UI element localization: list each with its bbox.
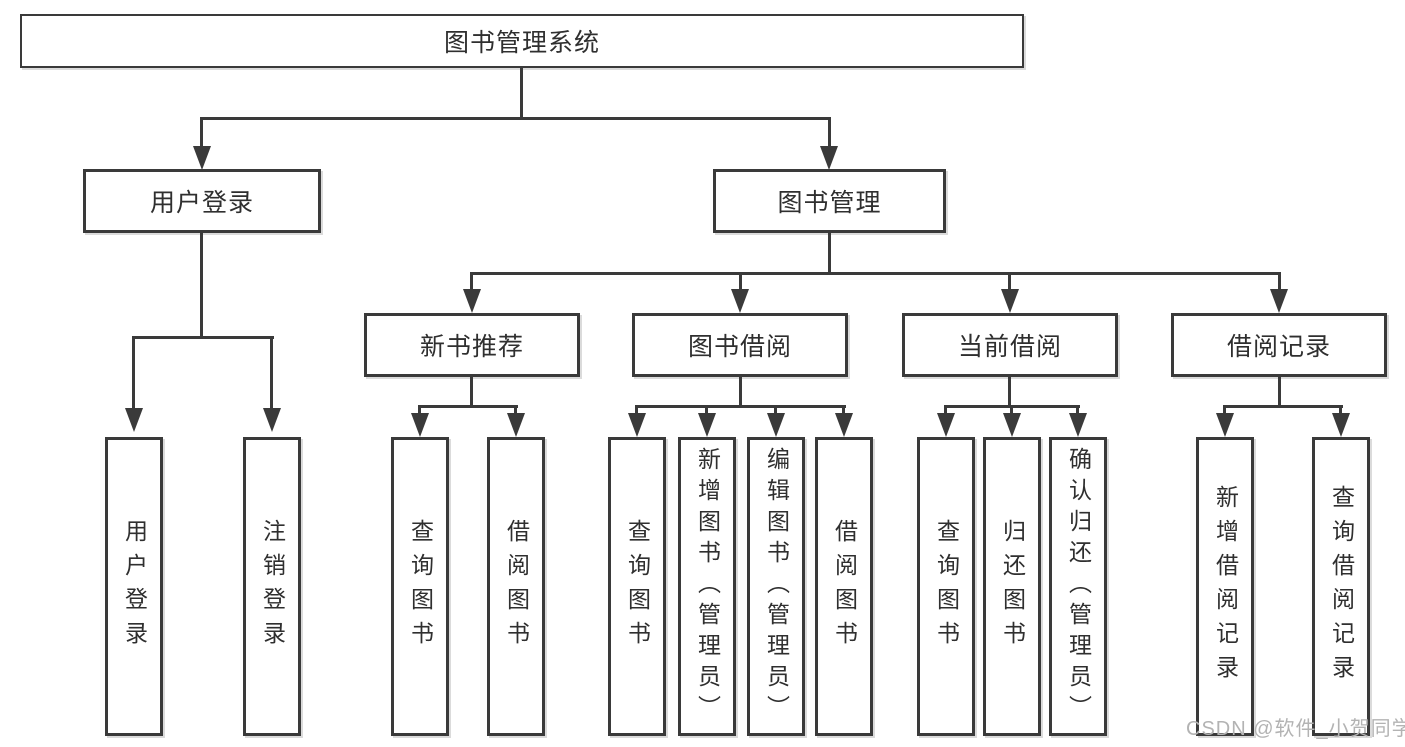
connector-vertical xyxy=(705,405,708,419)
leaf-user-login: 用户登录 xyxy=(105,437,163,736)
leaf-add-books-admin: 新增图书（管理员） xyxy=(678,437,736,736)
leaf-label: 归还图书 xyxy=(999,518,1026,655)
connector-vertical xyxy=(635,405,638,419)
leaf-confirm-return-admin: 确认归还（管理员） xyxy=(1049,437,1107,736)
connector-vertical xyxy=(1278,377,1281,408)
arrow-down-icon xyxy=(731,289,749,313)
connector-vertical xyxy=(200,117,203,149)
node-user-login: 用户登录 xyxy=(83,169,321,233)
leaf-label: 借阅图书 xyxy=(831,518,858,655)
connector-vertical xyxy=(828,233,831,275)
node-label: 新书推荐 xyxy=(419,333,524,361)
leaf-borrow-books: 借阅图书 xyxy=(487,437,545,736)
leaf-add-borrow-record: 新增借阅记录 xyxy=(1196,437,1254,736)
node-borrowing-records: 借阅记录 xyxy=(1171,313,1387,377)
connector-horizontal xyxy=(635,405,846,408)
arrow-down-icon xyxy=(628,413,646,437)
connector-vertical xyxy=(739,272,742,296)
connector-horizontal xyxy=(470,272,1281,275)
node-current-borrowing: 当前借阅 xyxy=(902,313,1118,377)
node-book-borrowing: 图书借阅 xyxy=(632,313,848,377)
arrow-down-icon xyxy=(193,146,211,170)
leaf-label: 用户登录 xyxy=(121,518,148,655)
leaf-label: 注销登录 xyxy=(259,518,286,655)
arrow-down-icon xyxy=(1069,413,1087,437)
connector-horizontal xyxy=(1223,405,1343,408)
arrow-down-icon xyxy=(835,413,853,437)
node-new-book-recommend: 新书推荐 xyxy=(364,313,580,377)
leaf-query-books: 查询图书 xyxy=(608,437,666,736)
connector-vertical xyxy=(270,336,273,412)
leaf-edit-books-admin: 编辑图书（管理员） xyxy=(747,437,805,736)
connector-vertical xyxy=(1010,405,1013,419)
leaf-borrow-books: 借阅图书 xyxy=(815,437,873,736)
arrow-down-icon xyxy=(125,408,143,432)
connector-vertical xyxy=(1008,272,1011,296)
connector-vertical xyxy=(470,272,473,296)
leaf-logout: 注销登录 xyxy=(243,437,301,736)
arrow-down-icon xyxy=(767,413,785,437)
node-library-system: 图书管理系统 xyxy=(20,14,1024,68)
leaf-label: 新增借阅记录 xyxy=(1212,484,1239,689)
connector-vertical xyxy=(842,405,845,419)
connector-vertical xyxy=(1278,272,1281,296)
connector-vertical xyxy=(132,336,135,412)
connector-horizontal xyxy=(132,336,274,339)
connector-horizontal xyxy=(200,117,831,120)
connector-vertical xyxy=(514,405,517,419)
connector-vertical xyxy=(1339,405,1342,419)
connector-vertical xyxy=(418,405,421,419)
node-label: 图书管理系统 xyxy=(443,29,600,57)
arrow-down-icon xyxy=(698,413,716,437)
leaf-label: 确认归还（管理员） xyxy=(1065,447,1092,726)
leaf-label: 查询图书 xyxy=(624,518,651,655)
node-label: 图书管理 xyxy=(777,189,882,217)
arrow-down-icon xyxy=(1332,413,1350,437)
arrow-down-icon xyxy=(411,413,429,437)
arrow-down-icon xyxy=(1003,413,1021,437)
node-label: 当前借阅 xyxy=(957,333,1062,361)
arrow-down-icon xyxy=(1216,413,1234,437)
node-label: 借阅记录 xyxy=(1226,333,1331,361)
leaf-label: 查询图书 xyxy=(407,518,434,655)
connector-vertical xyxy=(739,377,742,408)
arrow-down-icon xyxy=(937,413,955,437)
leaf-return-books: 归还图书 xyxy=(983,437,1041,736)
arrow-down-icon xyxy=(820,146,838,170)
leaf-query-books: 查询图书 xyxy=(917,437,975,736)
node-label: 图书借阅 xyxy=(687,333,792,361)
leaf-label: 编辑图书（管理员） xyxy=(763,447,790,726)
connector-vertical xyxy=(828,117,831,149)
connector-vertical xyxy=(470,377,473,408)
arrow-down-icon xyxy=(507,413,525,437)
leaf-label: 新增图书（管理员） xyxy=(694,447,721,726)
connector-vertical xyxy=(520,68,523,120)
connector-vertical xyxy=(1223,405,1226,419)
leaf-label: 查询图书 xyxy=(933,518,960,655)
connector-horizontal xyxy=(418,405,518,408)
connector-vertical xyxy=(1008,377,1011,408)
node-label: 用户登录 xyxy=(149,189,254,217)
connector-vertical xyxy=(200,233,203,339)
connector-vertical xyxy=(944,405,947,419)
node-book-management: 图书管理 xyxy=(713,169,946,233)
connector-vertical xyxy=(1076,405,1079,419)
leaf-query-borrow-record: 查询借阅记录 xyxy=(1312,437,1370,736)
leaf-label: 查询借阅记录 xyxy=(1328,484,1355,689)
leaf-label: 借阅图书 xyxy=(503,518,530,655)
arrow-down-icon xyxy=(1001,289,1019,313)
arrow-down-icon xyxy=(263,408,281,432)
arrow-down-icon xyxy=(463,289,481,313)
connector-vertical xyxy=(774,405,777,419)
arrow-down-icon xyxy=(1270,289,1288,313)
watermark: CSDN @软件_小贺同学 xyxy=(1186,718,1405,740)
leaf-query-books: 查询图书 xyxy=(391,437,449,736)
